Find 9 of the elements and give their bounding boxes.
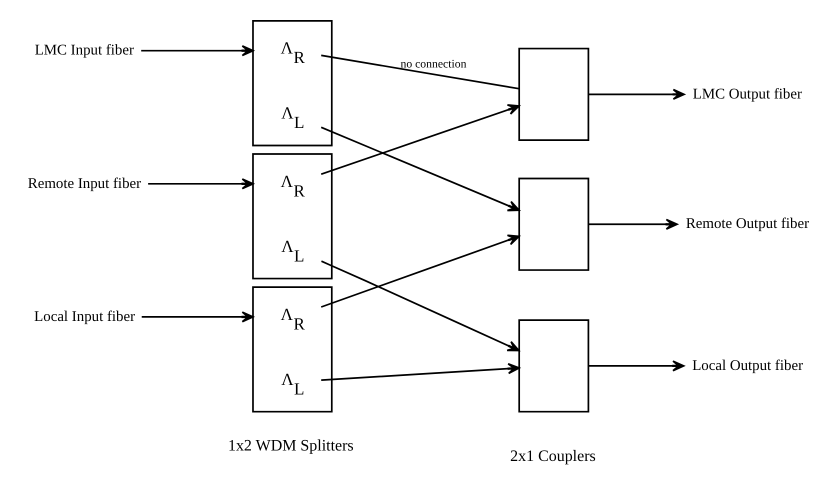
node-text: LMC Input fiber bbox=[34, 42, 134, 59]
label: 1x2 WDM Splitters bbox=[227, 438, 354, 455]
node-text: Remote Input fiber bbox=[27, 176, 141, 192]
label: 2x1 Couplers bbox=[510, 448, 596, 466]
node-text: LMC Output fiber bbox=[692, 86, 802, 102]
edge-label: no connection bbox=[400, 58, 466, 71]
node-text: Local Output fiber bbox=[692, 358, 803, 374]
node-text: Remote Output fiber bbox=[685, 216, 809, 232]
node-text: Local Input fiber bbox=[34, 308, 135, 325]
